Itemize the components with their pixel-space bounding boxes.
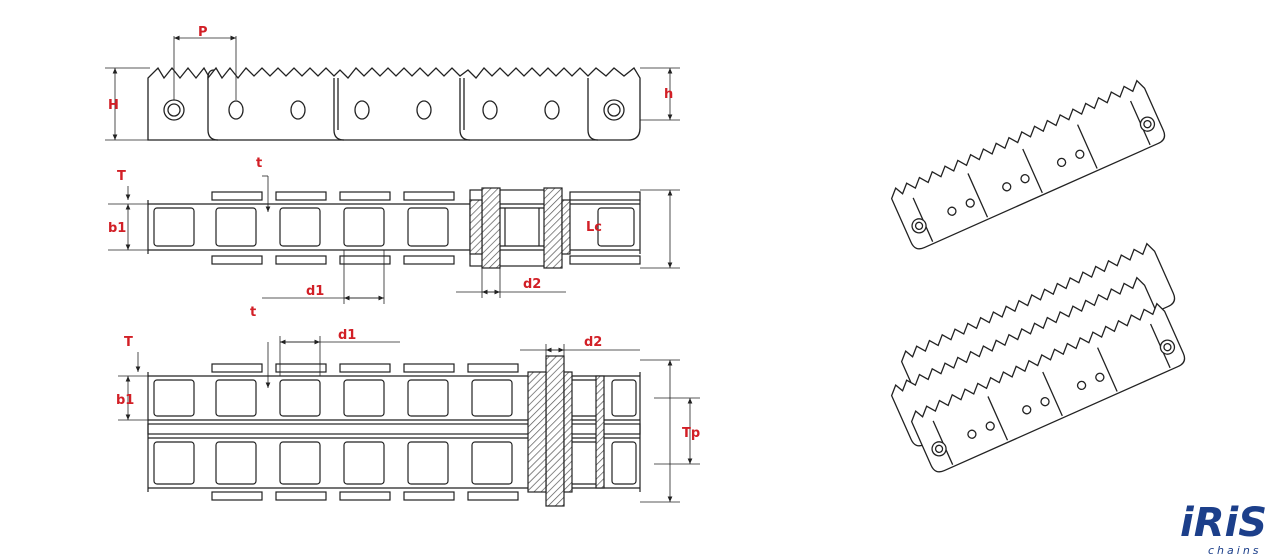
label-pin-length: Lc <box>586 220 602 235</box>
plate-teeth <box>147 66 641 141</box>
label-stray-t: t <box>250 305 256 320</box>
label-pitch: P <box>198 25 208 40</box>
label-inner-width-duplex: b1 <box>116 393 134 408</box>
logo-brand: iRiS <box>1180 500 1267 546</box>
label-plate-t-simplex: t <box>256 156 262 171</box>
label-height-h: h <box>664 87 673 102</box>
label-pin-d2-duplex: d2 <box>584 335 602 350</box>
iso-simplex-chain <box>890 79 1166 250</box>
logo-sub: chains <box>1208 544 1262 557</box>
label-roller-d1-duplex: d1 <box>338 328 356 343</box>
duplex-view <box>118 336 700 507</box>
simplex-view <box>108 175 680 304</box>
label-roller-d1-simplex: d1 <box>306 284 324 299</box>
brand-logo: iRiS chains <box>1180 500 1267 557</box>
label-plate-T-duplex: T <box>124 335 133 350</box>
label-plate-T-simplex: T <box>117 169 126 184</box>
dimension-labels: P H h T t b1 Lc d1 d2 t T d1 d2 b1 Tp <box>108 25 700 441</box>
label-inner-width-simplex: b1 <box>108 221 126 236</box>
iso-duplex-chain <box>890 242 1186 473</box>
label-height-H: H <box>108 98 119 113</box>
label-transverse-pitch: Tp <box>682 426 700 441</box>
label-pin-d2-simplex: d2 <box>523 277 541 292</box>
side-view <box>105 35 680 141</box>
